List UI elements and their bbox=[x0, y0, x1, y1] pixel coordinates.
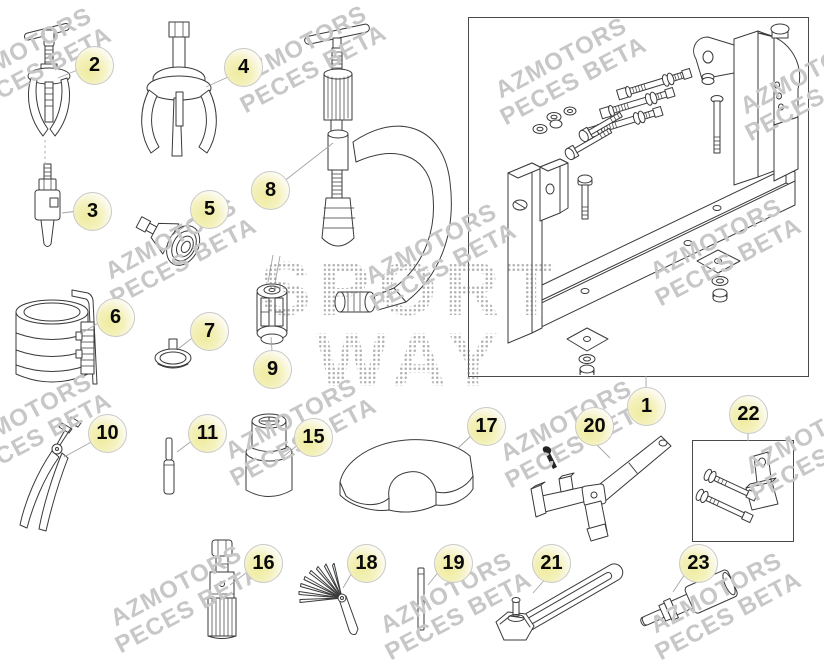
callout-1[interactable]: 1 bbox=[627, 387, 666, 426]
drawing-mushroom-pin bbox=[154, 338, 192, 369]
callout-19[interactable]: 19 bbox=[434, 544, 473, 583]
callout-5[interactable]: 5 bbox=[190, 190, 229, 229]
group-box-item-1 bbox=[468, 17, 809, 377]
callout-8[interactable]: 8 bbox=[251, 171, 290, 210]
callout-4[interactable]: 4 bbox=[224, 48, 263, 87]
drawing-c-clamp-compressor bbox=[304, 23, 452, 313]
drawing-stud-kit bbox=[695, 451, 779, 524]
drawing-three-jaw-puller bbox=[141, 21, 217, 157]
drawing-feeler-gauges bbox=[298, 563, 359, 635]
drawing-circlip-pliers bbox=[19, 416, 82, 532]
drawing-strap-tool bbox=[495, 563, 624, 641]
callout-2[interactable]: 2 bbox=[75, 46, 114, 85]
callout-6[interactable]: 6 bbox=[96, 298, 135, 337]
drawing-threaded-cup-tool bbox=[135, 216, 201, 266]
callout-20[interactable]: 20 bbox=[575, 407, 614, 446]
drawing-ring-compressor bbox=[15, 289, 98, 385]
callout-23[interactable]: 23 bbox=[679, 544, 718, 583]
callout-9[interactable]: 9 bbox=[253, 350, 292, 389]
drawing-small-bearing-puller bbox=[23, 23, 71, 137]
callout-16[interactable]: 16 bbox=[244, 544, 283, 583]
drawing-splined-shaft bbox=[207, 539, 237, 639]
callout-22[interactable]: 22 bbox=[729, 395, 768, 434]
callout-21[interactable]: 21 bbox=[532, 544, 571, 583]
group-box-item-22 bbox=[692, 440, 794, 542]
drawing-stepped-drift bbox=[640, 569, 738, 627]
callout-15[interactable]: 15 bbox=[294, 418, 333, 457]
drawing-socket-adapter bbox=[245, 413, 293, 497]
drawing-puller-adapter bbox=[34, 163, 61, 247]
drawing-thin-rod bbox=[417, 567, 425, 631]
callout-10[interactable]: 10 bbox=[88, 414, 127, 453]
callout-7[interactable]: 7 bbox=[190, 312, 229, 351]
drawing-engine-stand bbox=[507, 23, 801, 375]
drawing-dowel-pin bbox=[163, 437, 175, 495]
callout-18[interactable]: 18 bbox=[347, 544, 386, 583]
drawing-wedge-plate bbox=[339, 439, 474, 513]
drawing-roller-cage bbox=[256, 283, 288, 345]
callout-11[interactable]: 11 bbox=[188, 414, 227, 453]
drawing-holder-tool bbox=[530, 435, 672, 542]
callout-17[interactable]: 17 bbox=[467, 407, 506, 446]
callout-3[interactable]: 3 bbox=[73, 192, 112, 231]
